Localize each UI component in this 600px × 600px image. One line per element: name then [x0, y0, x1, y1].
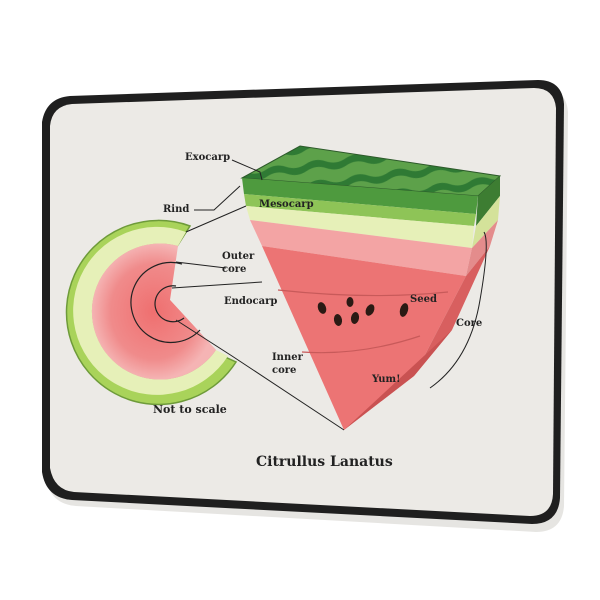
wedge-flesh-side	[414, 246, 490, 376]
wedge-side-rind	[476, 176, 500, 226]
label-not-to-scale: Not to scale	[153, 403, 227, 416]
labels: Exocarp Rind Mesocarp Outer core Endocar…	[153, 152, 482, 470]
wedge-mesocarp	[246, 206, 474, 248]
slice-inner-ring-line	[154, 285, 185, 323]
leader-lines	[171, 159, 487, 431]
label-rind: Rind	[163, 204, 189, 215]
wedge-line-inner	[301, 335, 421, 354]
label-inner-core-1: Inner	[272, 352, 304, 363]
wedge-line-endocarp	[277, 289, 449, 297]
title-citrullus-lanatus: Citrullus Lanatus	[256, 454, 393, 470]
label-mesocarp: Mesocarp	[259, 199, 314, 210]
wedge-side-outer-core	[466, 220, 498, 276]
label-endocarp: Endocarp	[224, 296, 277, 307]
wedge-outer-core	[250, 220, 472, 276]
label-core: Core	[456, 318, 482, 329]
seed-dot	[346, 297, 354, 307]
slice-flesh-fill	[91, 243, 216, 380]
label-inner-core-2: core	[272, 365, 296, 376]
wedge-side-mesocarp	[472, 196, 500, 248]
label-seed: Seed	[410, 294, 437, 305]
seed-dot	[333, 314, 343, 326]
seed-dot	[365, 304, 375, 316]
watermelon-wedge	[240, 145, 502, 430]
slice-outer-ring-line	[130, 261, 201, 344]
label-exocarp: Exocarp	[185, 152, 230, 163]
label-yum: Yum!	[371, 374, 401, 385]
seed-dot	[317, 302, 327, 314]
wedge-flesh-side-lower	[344, 330, 452, 430]
wedge-rind-light	[244, 194, 476, 226]
label-outer-core-1: Outer	[222, 251, 255, 262]
label-outer-core-2: core	[222, 264, 246, 275]
wedge-rind-layer	[242, 178, 478, 214]
wedge-flesh-front	[262, 246, 466, 430]
watermelon-slice-cross-section	[65, 219, 238, 406]
seed-dot	[399, 303, 409, 317]
seed-dot	[350, 312, 360, 324]
